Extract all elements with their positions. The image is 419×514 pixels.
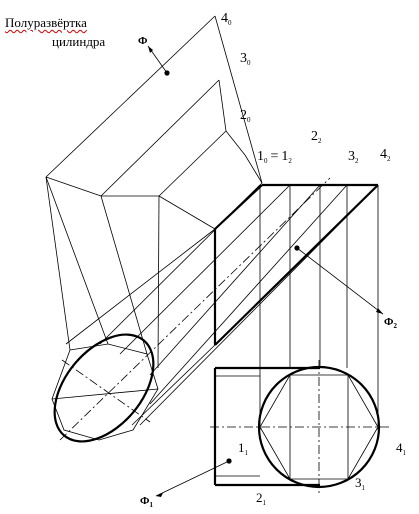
front-view xyxy=(213,183,379,430)
label-3-1: 31 xyxy=(355,475,366,492)
phi-label: Ф xyxy=(138,35,148,47)
label-4-2: 42 xyxy=(380,147,391,163)
marker-dot xyxy=(294,245,300,251)
labels: Ф Ф2 Ф1 40 30 20 10=12 22 32 42 xyxy=(138,11,407,509)
label-4-1: 41 xyxy=(396,440,407,457)
label-4-0: 40 xyxy=(221,11,232,27)
leaders xyxy=(147,45,384,497)
label-3-2: 32 xyxy=(348,149,359,165)
label-2-2: 22 xyxy=(311,129,322,145)
label-2-0: 20 xyxy=(240,108,251,124)
label-1-0-equals-1-2: 10=12 xyxy=(257,149,292,165)
semi-development xyxy=(45,15,263,230)
section-ellipse xyxy=(51,333,159,443)
label-2-1: 21 xyxy=(256,490,267,507)
marker-dot xyxy=(226,458,232,464)
title-line-1: Полуразвёртка xyxy=(5,15,87,30)
projection-lines xyxy=(45,176,379,441)
label-3-0: 30 xyxy=(240,51,251,67)
plan-view xyxy=(210,360,392,494)
label-1-1: 11 xyxy=(238,440,249,457)
marker-dot xyxy=(164,70,170,76)
phi-2-label: Ф2 xyxy=(384,316,397,330)
title-line-2: цилиндра xyxy=(52,34,106,49)
phi-1-label: Ф1 xyxy=(140,495,153,509)
